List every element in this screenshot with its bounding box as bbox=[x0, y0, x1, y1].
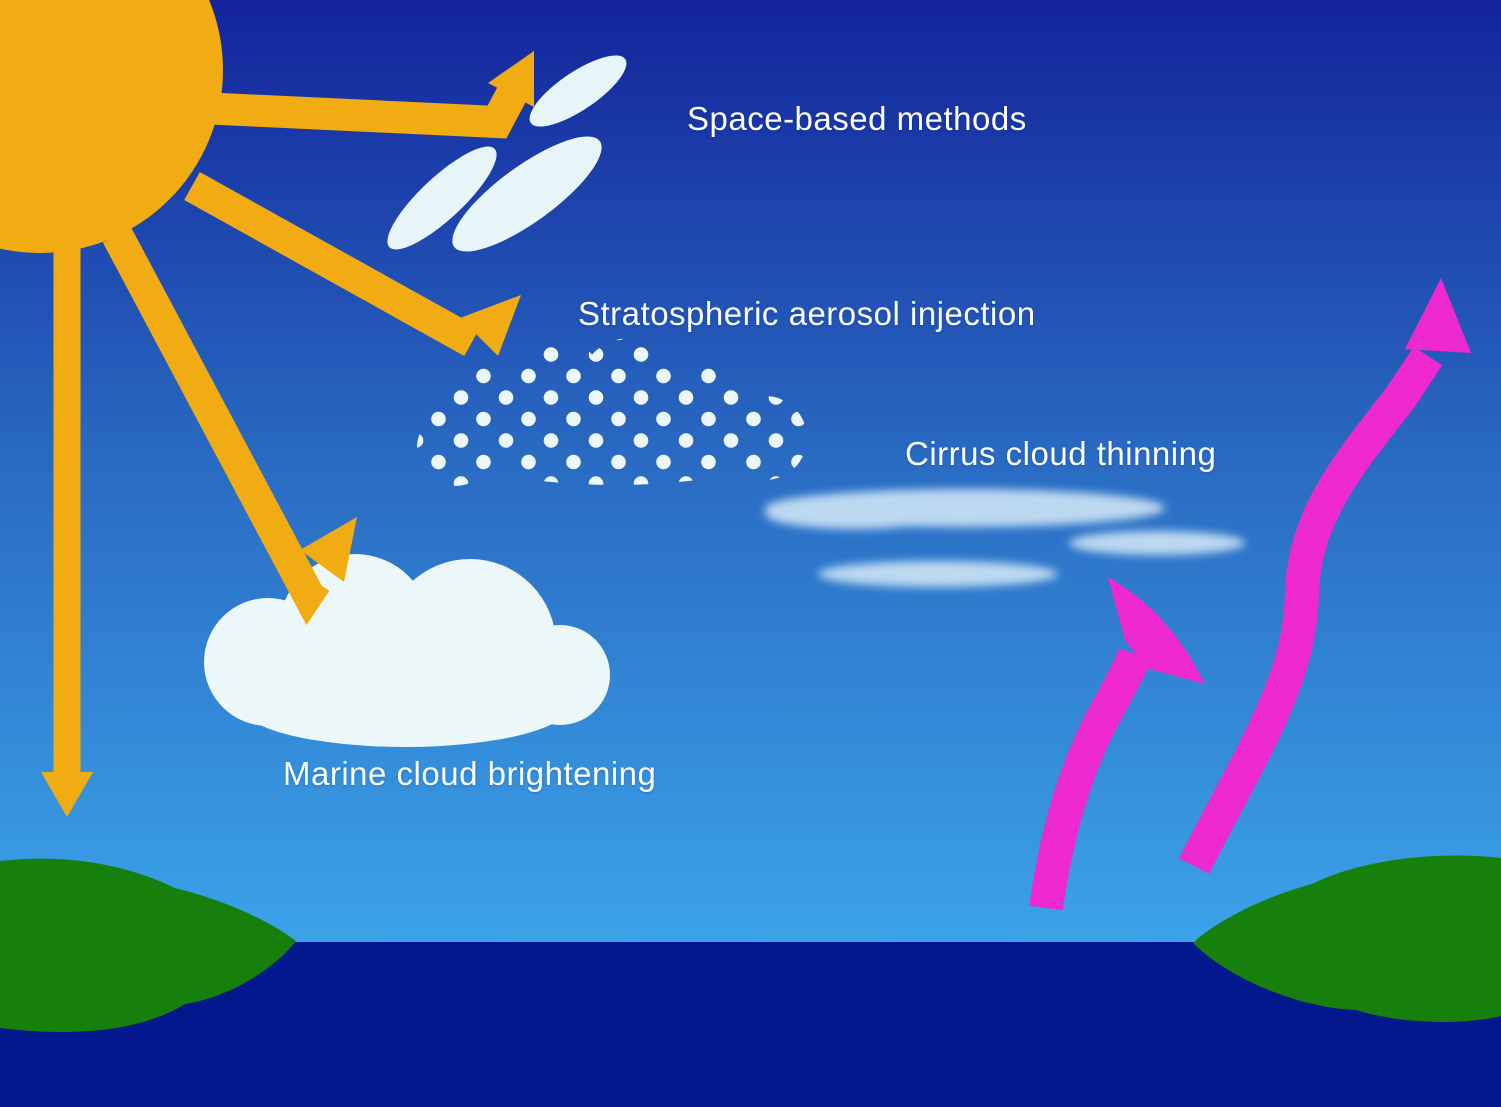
sun-ray-marine-arrowhead bbox=[300, 517, 357, 582]
label-cirrus-cloud-thinning: Cirrus cloud thinning bbox=[905, 435, 1217, 472]
cirrus-wisp-large-tail bbox=[765, 499, 945, 529]
sun-ray-surface-arrowhead bbox=[41, 772, 93, 817]
sun-ray-to-aerosol-cloud bbox=[184, 172, 480, 356]
label-stratospheric-aerosol-injection: Stratospheric aerosol injection bbox=[578, 295, 1036, 332]
sun-ray-space-arrowhead bbox=[488, 51, 534, 107]
sun-ray-to-space-mirrors bbox=[199, 82, 529, 139]
cirrus-cloud-group bbox=[765, 489, 1245, 587]
heat-arrow-long-head bbox=[1405, 278, 1471, 353]
cirrus-wisp-medium bbox=[818, 561, 1058, 587]
sun-ray-to-marine-cloud bbox=[102, 227, 330, 626]
space-mirror-2 bbox=[387, 146, 497, 250]
heat-arrow-short bbox=[1029, 647, 1152, 911]
space-mirrors bbox=[387, 55, 627, 252]
label-marine-cloud-brightening: Marine cloud brightening bbox=[283, 755, 657, 792]
space-mirror-1 bbox=[529, 55, 627, 127]
label-space-based-methods: Space-based methods bbox=[687, 100, 1027, 137]
sun-ray-aerosol-arrowhead bbox=[460, 295, 521, 356]
land-right bbox=[1193, 855, 1501, 1022]
marine-cloud bbox=[204, 554, 610, 747]
heat-arrow-long bbox=[1178, 346, 1443, 874]
cirrus-wisp-small bbox=[1069, 531, 1245, 555]
land-left bbox=[0, 858, 296, 1033]
space-mirror-3 bbox=[452, 136, 602, 252]
heat-arrow-short-head bbox=[1108, 577, 1205, 684]
sun bbox=[0, 0, 223, 253]
marine-cloud-base bbox=[240, 663, 570, 747]
